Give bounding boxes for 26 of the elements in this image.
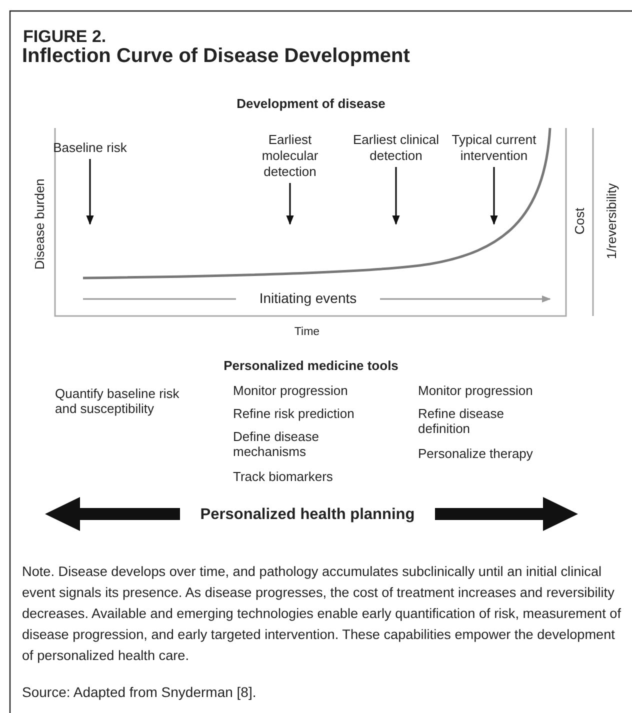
axis-label: Disease burden xyxy=(32,178,48,272)
event-label: Earliest molecular detection xyxy=(260,132,320,180)
event-label: Baseline risk xyxy=(52,140,128,156)
section-heading: Development of disease xyxy=(236,96,386,112)
tool-item: Define disease mechanisms xyxy=(233,429,320,459)
arrow-label: Personalized health planning xyxy=(199,505,416,524)
event-label: Typical current intervention xyxy=(450,132,538,164)
arrow xyxy=(392,167,400,225)
arrow xyxy=(86,159,94,225)
arrow xyxy=(490,167,498,225)
note-paragraph: Note. Disease develops over time, and pathology accumulates subclinically until an initial clinical event signals its presence. As disease progresses, the cost of treatment increases and reversibility decreases. Available and emerging technologies enable early quantification of risk, measurement of disease progression, and early targeted intervention. These capabilities empower the development of personalized health care. xyxy=(22,563,622,665)
tool-item: Monitor progression xyxy=(233,383,349,398)
section-heading: Personalized medicine tools xyxy=(222,358,400,374)
axis-label: Cost xyxy=(572,206,588,236)
axis-label: Initiating events xyxy=(258,290,358,308)
tool-item: Personalize therapy xyxy=(418,446,534,461)
tool-item: Monitor progression xyxy=(418,383,534,398)
axis-label: 1/reversibility xyxy=(604,182,620,262)
tool-item: Track biomarkers xyxy=(233,469,334,484)
source-note: Source: Adapted from Snyderman [8]. xyxy=(22,684,258,702)
event-label: Earliest clinical detection xyxy=(352,132,440,164)
tool-item: Quantify baseline risk and susceptibility xyxy=(55,386,180,416)
tool-item: Refine risk prediction xyxy=(233,406,356,421)
tool-item: Refine disease definition xyxy=(418,406,505,436)
arrow xyxy=(286,183,294,225)
axis-label: Time xyxy=(293,325,321,340)
